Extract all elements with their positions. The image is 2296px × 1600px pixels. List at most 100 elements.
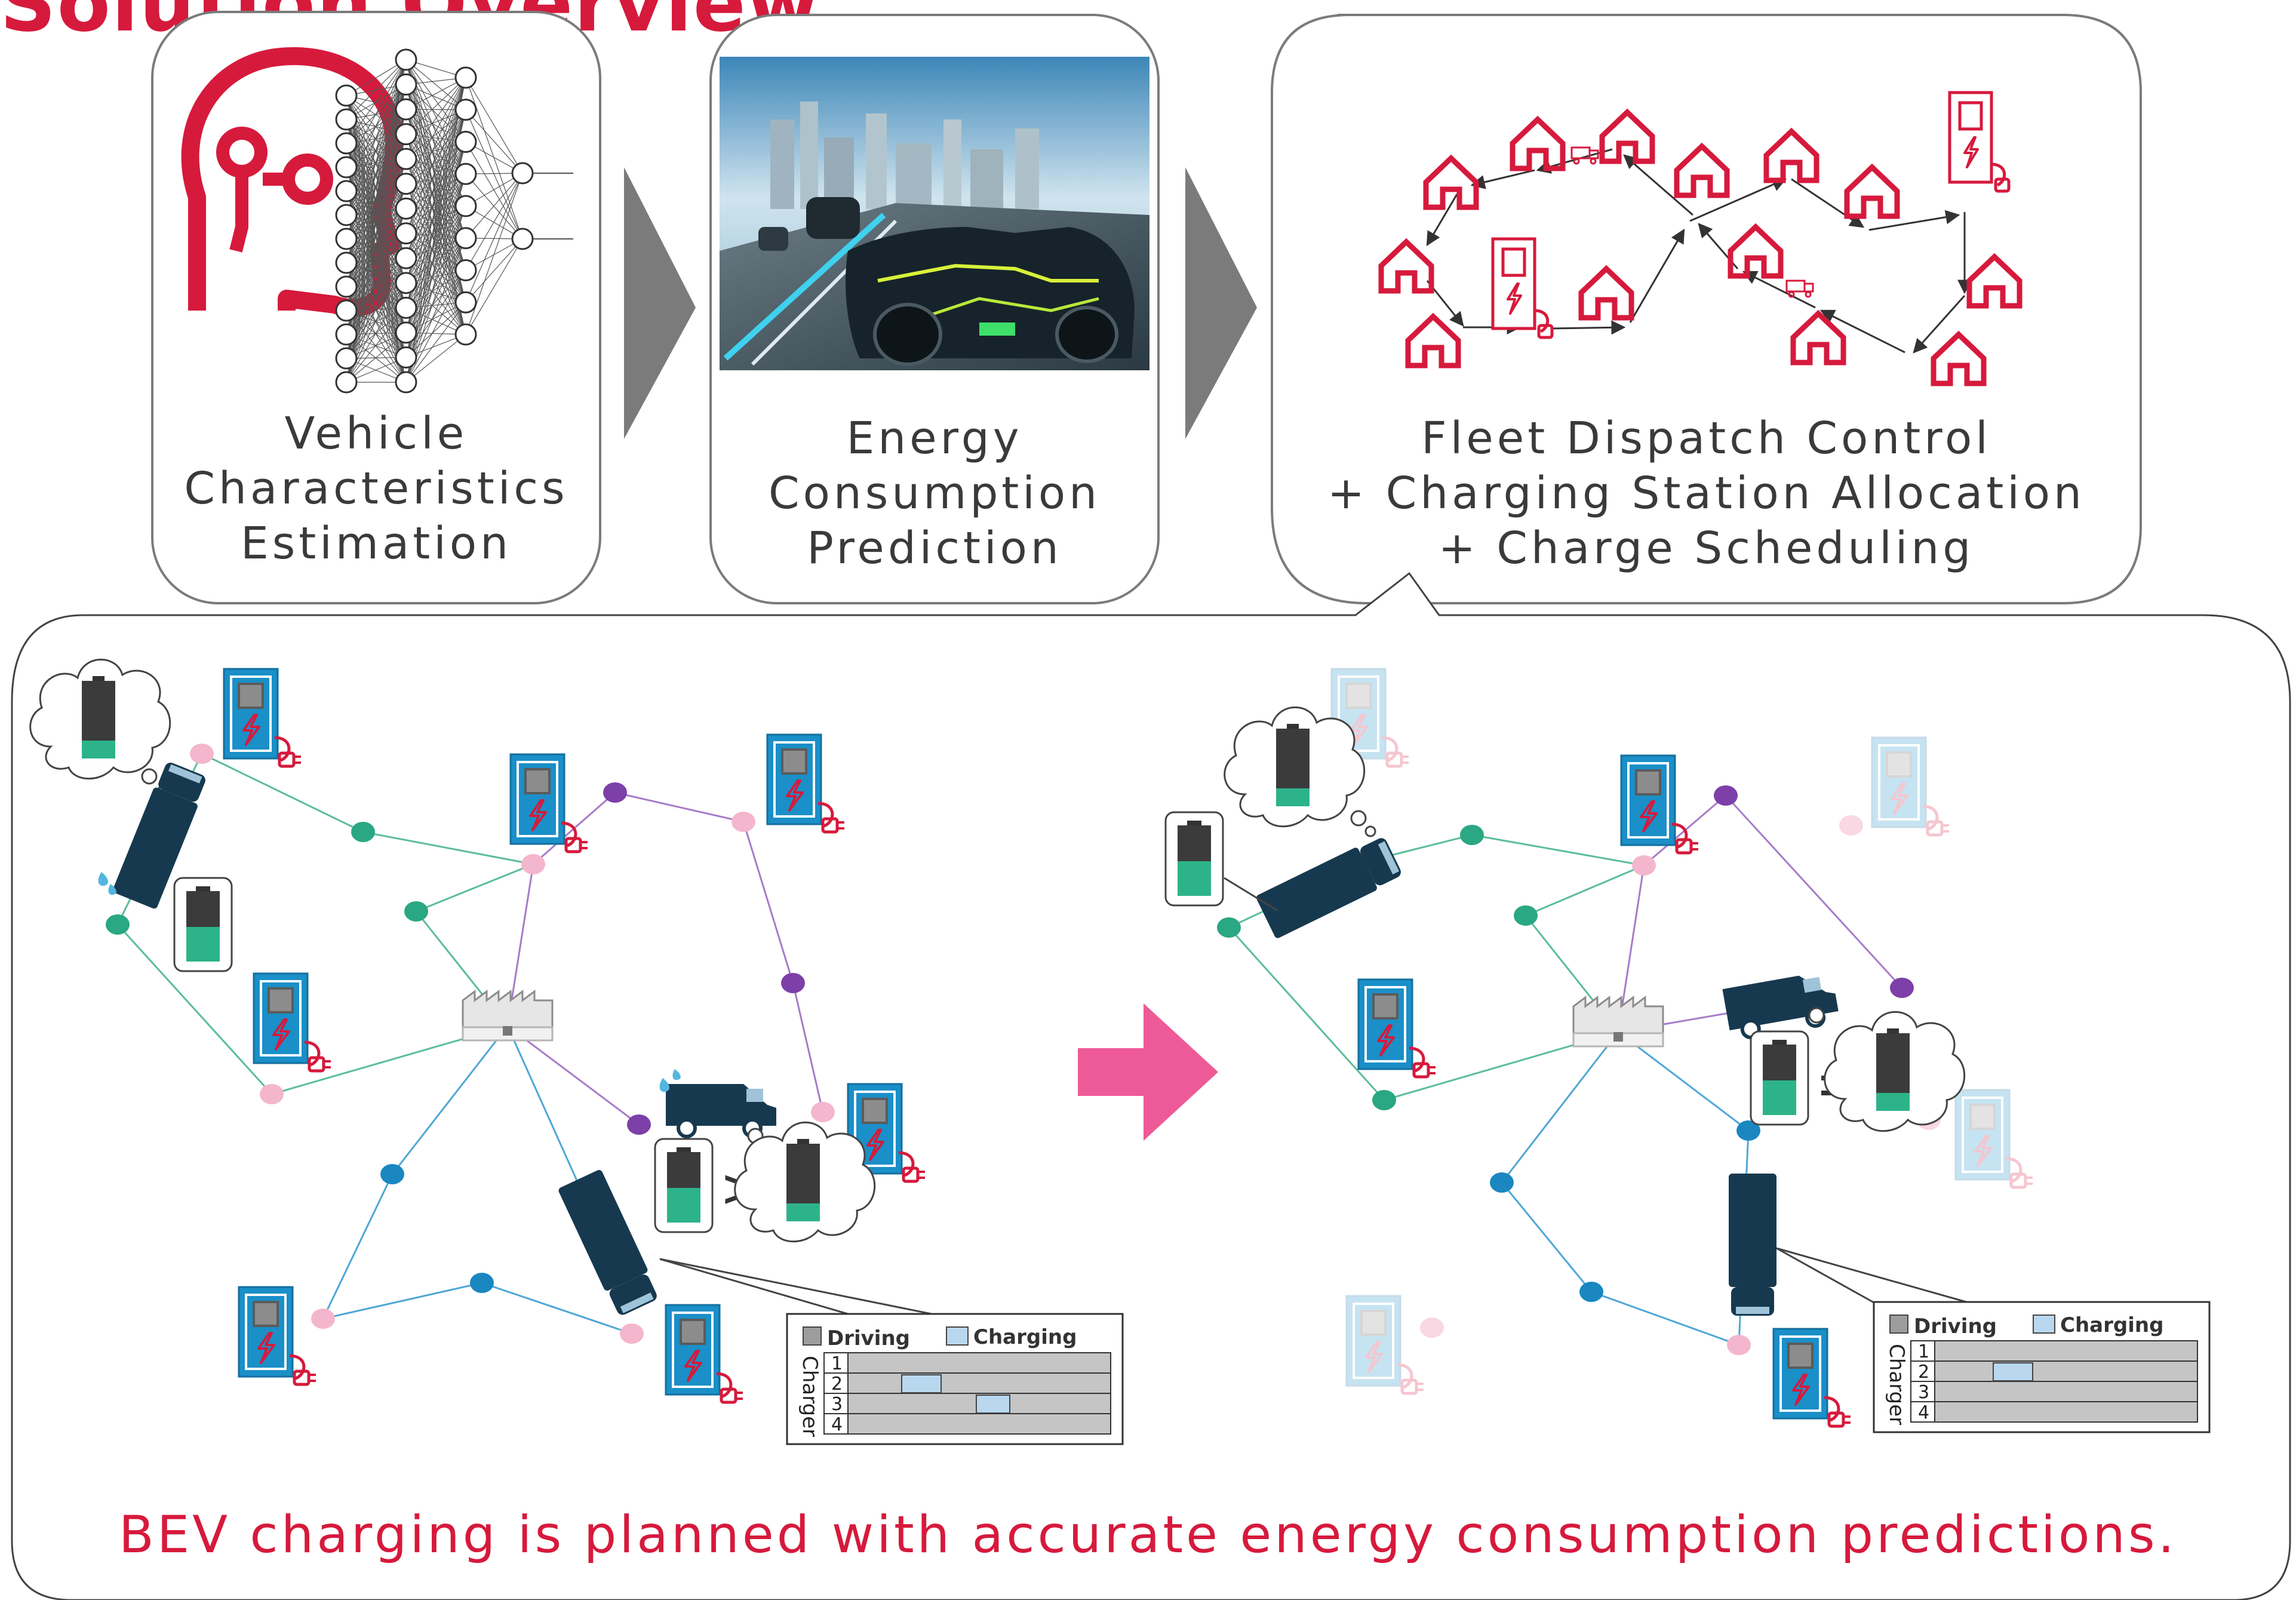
nn-edge <box>405 109 466 333</box>
nn-edge <box>346 143 407 185</box>
small-truck-icons <box>1570 146 1814 298</box>
right-thought-battery-2 <box>1824 1011 1966 1132</box>
nn-edge <box>346 95 407 185</box>
nn-edge <box>405 233 466 303</box>
nn-edge <box>346 191 407 259</box>
row-label-1-left: 1 <box>831 1353 843 1374</box>
ev-city-image <box>720 57 1149 370</box>
legend-driving-right: Driving <box>1914 1315 1997 1338</box>
nn-edge <box>405 84 466 142</box>
nn-edge <box>405 109 466 174</box>
neural-network-icon <box>335 48 573 394</box>
nn-edge <box>405 134 466 239</box>
nn-node <box>454 259 477 281</box>
nn-edge <box>405 183 466 239</box>
nn-node <box>335 371 358 394</box>
nn-edge <box>346 214 407 284</box>
nn-edge <box>346 158 407 383</box>
nn-node <box>395 247 417 269</box>
left-battery-box-1 <box>173 877 233 972</box>
right-battery-box-1 <box>1164 811 1224 907</box>
nn-edge <box>405 208 466 303</box>
nn-edge <box>465 238 523 303</box>
nn-node <box>454 131 477 153</box>
nn-node <box>454 99 477 121</box>
nn-edge <box>346 214 407 308</box>
nn-edge <box>405 270 466 383</box>
transition-arrow <box>1078 1003 1218 1141</box>
nn-node <box>395 48 417 71</box>
axis-label-left: Charger <box>798 1356 822 1437</box>
nn-node <box>335 84 358 107</box>
nn-edge <box>465 238 523 335</box>
step3-caption-line-2: + Charging Station Allocation <box>1327 468 2085 519</box>
nn-edge <box>346 238 407 284</box>
nn-edge <box>346 119 407 209</box>
nn-node <box>454 162 477 185</box>
nn-node <box>335 156 358 179</box>
nn-edge <box>465 173 523 303</box>
nn-edge <box>346 310 407 383</box>
nn-node <box>335 251 358 274</box>
nn-edge <box>465 173 523 271</box>
nn-edge <box>346 143 407 234</box>
nn-edge <box>465 109 523 174</box>
nn-edge <box>346 95 407 159</box>
nn-edge <box>346 167 407 234</box>
nn-node <box>395 321 417 344</box>
nn-edge <box>346 238 407 308</box>
nn-edge <box>346 214 407 259</box>
nn-node <box>454 291 477 314</box>
nn-edge <box>405 77 466 333</box>
right-truck-2 <box>1729 1174 1776 1316</box>
nn-edge <box>346 308 407 383</box>
left-charge-schedule: Driving Charging Charger 1 2 3 4 <box>786 1313 1124 1445</box>
nn-node <box>395 272 417 294</box>
row-label-4-right: 4 <box>1918 1402 1929 1423</box>
nn-node <box>335 275 358 298</box>
nn-edge <box>346 238 407 333</box>
nn-edge <box>405 109 466 159</box>
nn-edge <box>405 173 466 209</box>
nn-edge <box>346 59 407 239</box>
nn-edge <box>405 109 466 143</box>
nn-edge <box>465 142 523 239</box>
pipeline-arrow-2 <box>1185 167 1257 439</box>
nn-node <box>395 173 417 195</box>
nn-edge <box>405 183 466 303</box>
summary-caption: BEV charging is planned with accurate en… <box>118 1505 2178 1565</box>
nn-edge <box>405 77 466 308</box>
nn-node <box>511 162 534 185</box>
nn-edge <box>465 109 523 239</box>
step1-caption-line-2: Characteristics <box>184 463 568 514</box>
left-thought-battery-2 <box>734 1121 876 1243</box>
nn-edge <box>346 262 407 333</box>
nn-edge <box>405 109 466 209</box>
nn-edge <box>346 262 407 358</box>
nn-edge <box>405 77 466 184</box>
nn-edge <box>346 59 407 287</box>
nn-edge <box>346 59 407 168</box>
nn-node <box>335 180 358 202</box>
nn-edge <box>405 183 466 271</box>
step3-caption-line-3: + Charge Scheduling <box>1438 523 1975 574</box>
right-thought-battery-1 <box>1224 706 1366 828</box>
nn-edge <box>405 77 466 159</box>
nn-node <box>454 227 477 250</box>
nn-node <box>335 204 358 226</box>
nn-edge <box>346 332 407 383</box>
nn-edge <box>405 142 466 234</box>
nn-edge <box>346 59 407 96</box>
left-thought-battery-1 <box>29 658 171 780</box>
right-charge-schedule: Driving Charging Charger 1 2 3 4 <box>1873 1301 2211 1433</box>
nn-edge <box>405 142 466 209</box>
nn-node <box>395 371 417 394</box>
legend-driving-left: Driving <box>827 1326 910 1350</box>
nn-node <box>335 132 358 155</box>
right-network-nodes <box>1217 785 1941 1355</box>
nn-edge <box>346 191 407 234</box>
nn-node <box>395 346 417 368</box>
row-label-4-left: 4 <box>831 1414 843 1435</box>
